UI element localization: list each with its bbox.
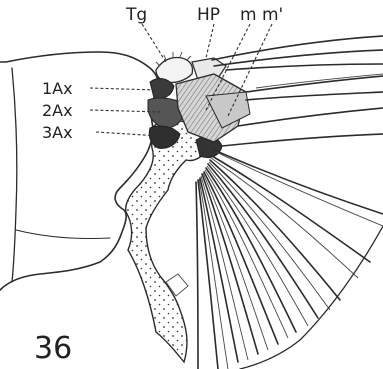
tegula xyxy=(156,52,193,83)
label-median-plate-m: m xyxy=(240,5,257,25)
label-tegula: Tg xyxy=(125,5,147,25)
anal-fan-folds xyxy=(196,150,383,369)
label-humeral-plate: HP xyxy=(197,5,220,25)
figure-number: 36 xyxy=(34,331,72,366)
label-second-axillary: 2Ax xyxy=(42,101,73,120)
label-median-plate-m-prime: m' xyxy=(262,5,283,25)
axillary-membrane xyxy=(126,120,206,362)
label-first-axillary: 1Ax xyxy=(42,79,73,98)
label-third-axillary: 3Ax xyxy=(42,123,73,142)
